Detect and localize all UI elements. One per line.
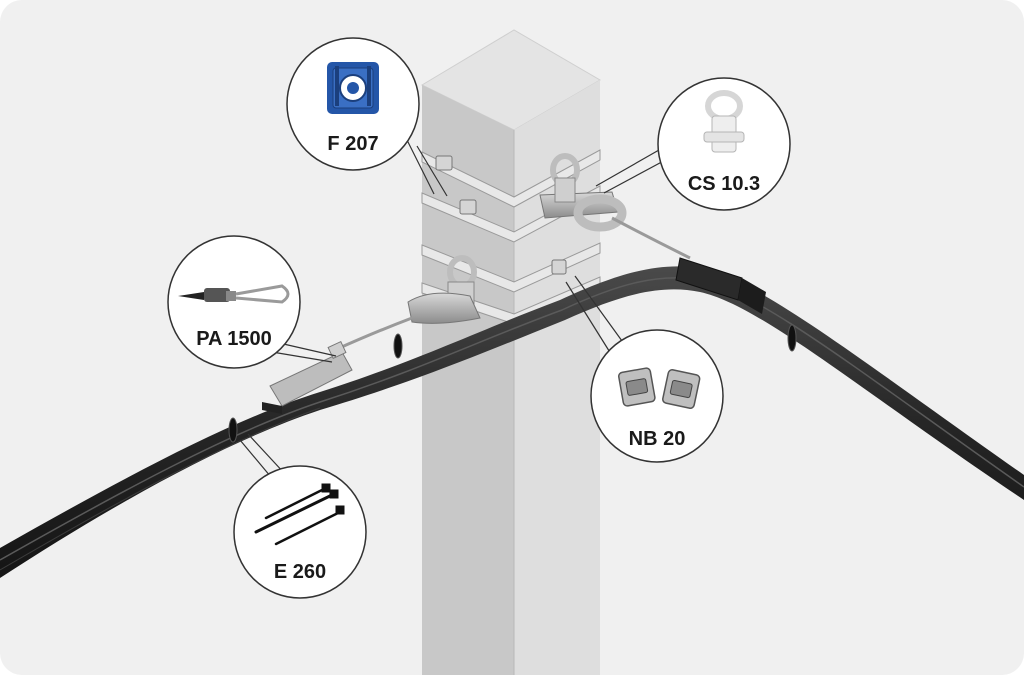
right-anchoring-clamp <box>675 257 766 314</box>
cable-tie-icon <box>254 483 345 546</box>
band-buckles <box>435 155 567 275</box>
callout-label-pa1500: PA 1500 <box>196 328 272 350</box>
cable-suspension-clamp-icon <box>703 90 745 153</box>
lower-suspension-clamp <box>407 255 481 324</box>
callout-label-nb20: NB 20 <box>628 428 686 450</box>
callout-label-cs103: CS 10.3 <box>687 173 761 195</box>
callout-circle-pa1500 <box>167 235 301 369</box>
aerial-cable-bundle <box>0 266 1024 578</box>
anchoring-clamp-icon <box>178 284 290 304</box>
steel-band-coil-icon <box>327 62 379 114</box>
left-anchoring-clamp <box>262 340 353 414</box>
pole-side-face <box>514 80 600 675</box>
callout-circle-nb20 <box>590 329 724 463</box>
upper-suspension-clamp <box>539 153 627 232</box>
pole-front-face <box>422 85 514 675</box>
callout-label-f207: F 207 <box>327 133 379 155</box>
cable-ties-on-bundle <box>228 324 797 443</box>
callout-label-e260: E 260 <box>273 561 327 583</box>
band-buckle-icon <box>618 367 701 409</box>
